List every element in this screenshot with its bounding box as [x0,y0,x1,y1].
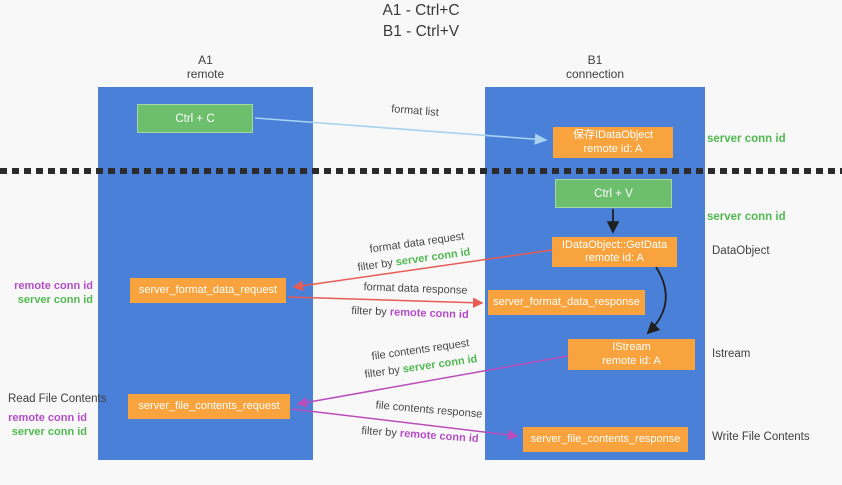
server-format-data-response-label: server_format_data_response [493,295,640,308]
getdata-to-istream-arrow [646,266,667,335]
server-conn-id-annotation: server conn id [11,426,87,438]
diagram-title-line1: A1 - Ctrl+C [382,2,460,19]
istream-annotation: Istream [712,348,751,360]
session-divider [0,168,842,174]
server-file-contents-request-node: server_file_contents_request [128,394,290,419]
istream-node: IStream remote id: A [568,339,695,370]
istream-line1: IStream [612,341,651,353]
remote-conn-id-annotation: remote conn id [14,280,93,292]
filter-by-text: filter by [351,304,391,319]
lifeline-a1-name: A1 [198,53,213,67]
save-idataobject-line2: remote id: A [583,142,643,155]
server-format-data-response-node: server_format_data_response [488,290,645,315]
server-conn-id-annotation: server conn id [17,294,93,306]
istream-line2: remote id: A [602,354,661,367]
diagram-title: A1 - Ctrl+C B1 - Ctrl+V [0,0,842,42]
read-file-contents-annotation: Read File Contents [8,393,107,405]
ctrl-v-label: Ctrl + V [594,187,633,200]
format-data-response-arrow [287,296,484,308]
format-list-arrow [254,117,548,145]
server-format-data-request-node: server_format_data_request [130,278,286,303]
lifeline-a1-header: A1 remote [98,53,313,81]
server-file-contents-response-label: server_file_contents_response [530,432,681,445]
lifeline-b1-name: B1 [587,53,603,67]
ctrl-v-node: Ctrl + V [555,179,672,208]
lifeline-b1-header: B1 connection [485,53,705,81]
format-data-request-arrow [292,249,553,291]
remote-conn-id-annotation: remote conn id [8,412,87,424]
lifeline-a1-role: remote [186,67,225,81]
server-file-contents-response-node: server_file_contents_response [523,427,688,452]
server-conn-id-annotation-top: server conn id [707,133,786,145]
server-file-contents-request-label: server_file_contents_request [138,399,280,412]
getdata-line2: remote id: A [585,252,644,264]
ctrl-c-label: Ctrl + C [175,112,215,125]
server-format-data-request-label: server_format_data_request [138,283,278,296]
diagram-title-line2: B1 - Ctrl+V [382,23,460,40]
lifeline-b1-role: connection [565,67,625,81]
left-conn-id-block-2: remote conn id server conn id [3,411,87,439]
left-conn-id-block-1: remote conn id server conn id [3,279,93,307]
dataobject-annotation: DataObject [712,245,770,257]
getdata-node: IDataObject::GetData remote id: A [552,237,677,267]
file-contents-request-arrow [296,355,569,408]
server-conn-id-annotation-mid: server conn id [707,211,786,223]
file-contents-response-arrow [291,408,519,441]
save-idataobject-node: 保存IDataObject remote id: A [553,127,673,158]
write-file-contents-annotation: Write File Contents [712,431,810,443]
getdata-line1: IDataObject::GetData [561,238,668,251]
ctrl-c-node: Ctrl + C [137,104,253,133]
save-idataobject-line1: 保存IDataObject [572,129,654,141]
